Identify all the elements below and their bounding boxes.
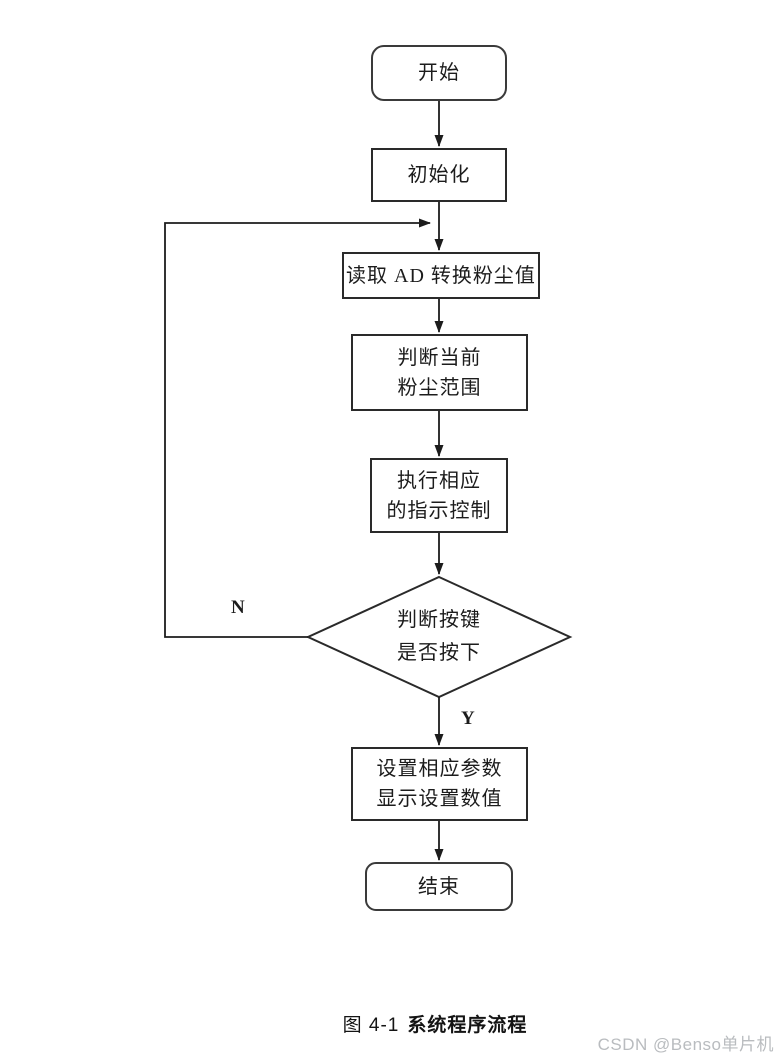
node-judge-dust-range-line2: 粉尘范围	[397, 376, 482, 399]
node-decision-line1: 判断按键	[397, 609, 481, 631]
node-read-ad-value-label: 读取 AD 转换粉尘值	[346, 264, 536, 287]
figure-caption-number: 图 4-1	[342, 1015, 400, 1036]
node-set-parameters: 设置相应参数 显示设置数值	[351, 747, 528, 821]
csdn-watermark: CSDN @Benso单片机	[597, 1035, 774, 1054]
node-set-parameters-line2: 显示设置数值	[376, 788, 503, 810]
node-set-parameters-line1: 设置相应参数	[376, 758, 503, 780]
node-execute-control: 执行相应 的指示控制	[370, 458, 508, 533]
node-read-ad-value: 读取 AD 转换粉尘值	[342, 252, 540, 299]
node-execute-control-line1: 执行相应	[397, 469, 481, 492]
node-judge-dust-range-line1: 判断当前	[397, 346, 482, 369]
node-start-label: 开始	[418, 62, 460, 84]
connector-loop-back	[164, 218, 431, 638]
node-end-label: 结束	[418, 875, 460, 898]
node-judge-dust-range: 判断当前 粉尘范围	[351, 334, 528, 411]
node-initialize: 初始化	[371, 148, 507, 202]
branch-label-yes: Y	[461, 708, 475, 729]
branch-label-no: N	[231, 597, 245, 618]
node-initialize-label: 初始化	[407, 164, 471, 186]
node-start: 开始	[371, 45, 507, 101]
figure-caption: 图 4-1 系统程序流程	[0, 1010, 776, 1037]
figure-caption-title: 系统程序流程	[407, 1015, 528, 1036]
node-decision-key-pressed: 判断按键 是否按下	[339, 595, 539, 679]
node-decision-line2: 是否按下	[397, 642, 481, 664]
node-execute-control-line2: 的指示控制	[386, 499, 492, 522]
node-end: 结束	[365, 862, 513, 911]
